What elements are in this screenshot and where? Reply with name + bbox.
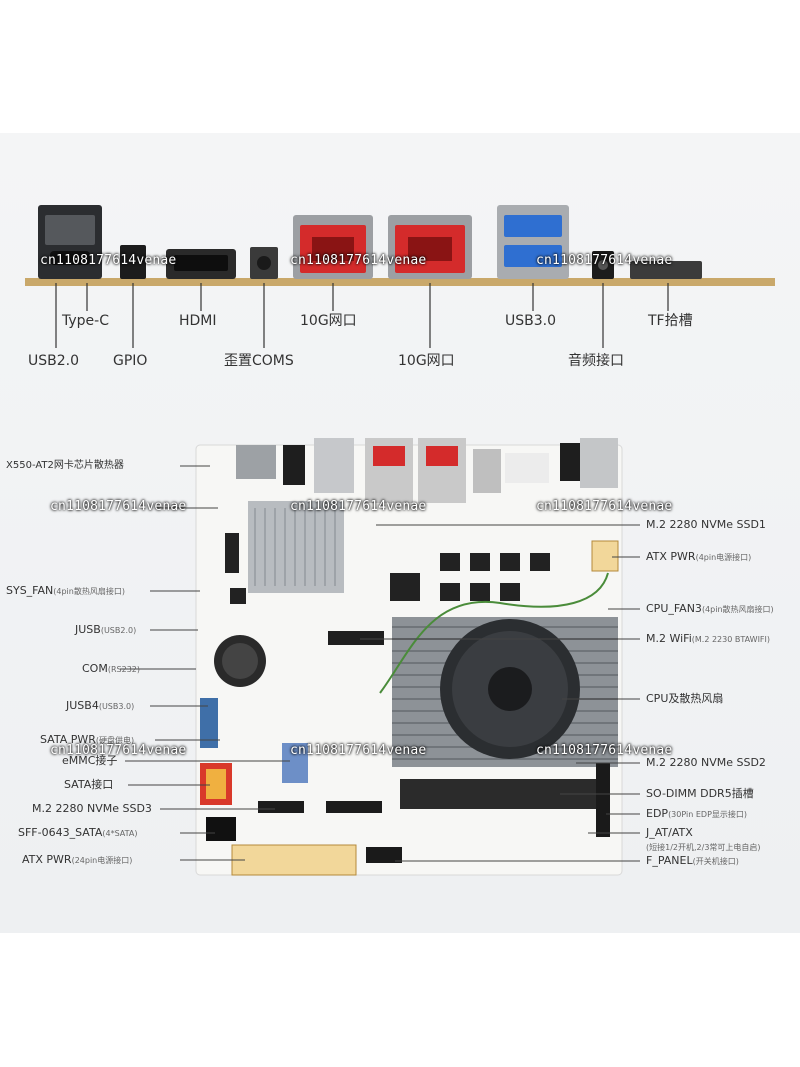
atx24-connector: [231, 844, 357, 876]
motherboard: [195, 438, 623, 876]
label-gpio: GPIO: [113, 353, 148, 369]
watermark-1: cn1108177614venae: [40, 253, 177, 268]
label-j-at-atx: J_AT/ATX: [646, 826, 693, 839]
label-cpu-fan: CPU及散热风扇: [646, 692, 724, 705]
label-type-c: Type-C: [62, 313, 109, 329]
label-jusb4: JUSB4(USB3.0): [66, 699, 135, 712]
label-atx4: ATX PWR(4pin电源接口): [646, 550, 752, 563]
watermark-5: cn1108177614venae: [290, 499, 427, 514]
watermark-6: cn1108177614venae: [536, 499, 673, 514]
diagram-artwork: [25, 205, 775, 876]
label-lan1: 10G网口: [300, 313, 357, 329]
watermark-8: cn1108177614venae: [290, 743, 427, 758]
label-coms: 歪置COMS: [224, 353, 294, 369]
label-atx24: ATX PWR(24pin电源接口): [22, 853, 133, 866]
watermark-7: cn1108177614venae: [50, 743, 187, 758]
label-com: COM(RS232): [82, 662, 140, 675]
label-sata-pwr: SATA PWR(硬盘供电): [40, 733, 135, 746]
label-tf: TF拾槽: [648, 313, 693, 329]
label-cpu-fan3: CPU_FAN3(4pin散热风扇接口): [646, 602, 774, 615]
label-emmc: eMMC接子: [62, 754, 118, 767]
label-nvme-ssd2: M.2 2280 NVMe SSD2: [646, 756, 766, 769]
label-sff: SFF-0643_SATA(4*SATA): [18, 826, 138, 839]
product-diagram: Type-C USB2.0 GPIO HDMI 歪置COMS 10G网口 10G…: [0, 133, 800, 933]
label-nvme-ssd1: M.2 2280 NVMe SSD1: [646, 518, 766, 531]
label-jusb: JUSB(USB2.0): [75, 623, 137, 636]
label-hdmi: HDMI: [179, 313, 217, 329]
watermark-9: cn1108177614venae: [536, 743, 673, 758]
label-lan2: 10G网口: [398, 353, 455, 369]
label-usb2: USB2.0: [28, 353, 80, 369]
label-audio: 音频接口: [568, 353, 624, 369]
label-sata: SATA接口: [64, 778, 114, 791]
watermark-2: cn1108177614venae: [290, 253, 427, 268]
atx4-connector: [591, 540, 619, 572]
gpio-header: [120, 245, 146, 279]
label-sodimm: SO-DIMM DDR5插槽: [646, 787, 754, 800]
label-m2-wifi: M.2 WiFi(M.2 2230 BTAWIFI): [646, 632, 771, 645]
label-f-panel: F_PANEL(开关机接口): [646, 854, 739, 867]
label-usb3: USB3.0: [505, 313, 557, 329]
board-leader-lines: [120, 465, 640, 862]
label-sys-fan: SYS_FAN(4pin散热风扇接口): [6, 584, 125, 597]
label-nic-heatsink: X550-AT2网卡芯片散热器: [6, 460, 124, 471]
label-edp: EDP(30Pin EDP显示接口): [646, 807, 748, 820]
watermark-4: cn1108177614venae: [50, 499, 187, 514]
label-nvme-ssd3: M.2 2280 NVMe SSD3: [32, 802, 152, 815]
label-j-at-atx-note: (短接1/2开机,2/3常可上电自启): [646, 843, 761, 852]
tf-slot: [630, 261, 702, 279]
io-panel: [25, 205, 775, 348]
watermark-3: cn1108177614venae: [536, 253, 673, 268]
pcb-edge-strip: [25, 278, 775, 286]
